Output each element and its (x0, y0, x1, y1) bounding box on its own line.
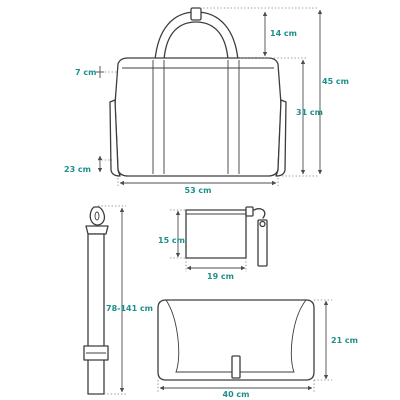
shoulder-strap (83, 206, 109, 395)
pouch-body (185, 209, 247, 259)
pouch-wrist-strap (257, 219, 268, 267)
side-pocket-top-label: 7 cm (75, 68, 96, 77)
handle-height-label: 14 cm (270, 29, 297, 38)
left-side-pocket (109, 99, 121, 177)
pouch-height-label: 15 cm (158, 236, 185, 245)
pouch-width-label: 19 cm (207, 272, 234, 281)
mat-height-label: 21 cm (331, 336, 358, 345)
bag-width-label: 53 cm (185, 186, 212, 195)
side-pocket-bottom-label: 23 cm (64, 165, 91, 174)
strap-length-label: 78-141 cm (106, 304, 153, 313)
right-side-pocket (275, 99, 287, 177)
strap-clip-swivel (85, 225, 109, 235)
mat-closure-tab (231, 355, 241, 379)
bag-total-height-label: 45 cm (322, 77, 349, 86)
handle-loop (190, 7, 202, 21)
mat-body (157, 299, 315, 381)
strap-body (87, 233, 105, 395)
bag-body (114, 57, 282, 177)
tote-bag (109, 7, 287, 177)
mat-width-label: 40 cm (223, 390, 250, 399)
zip-pouch (185, 206, 268, 267)
strap-clip-hook (89, 206, 106, 226)
changing-mat (157, 299, 315, 381)
pouch-zipper-tab (245, 206, 254, 217)
body-height-label: 31 cm (296, 108, 323, 117)
